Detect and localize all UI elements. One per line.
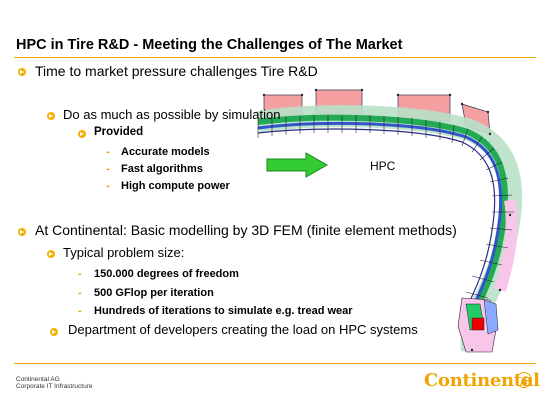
footer-department: Corporate IT Infrastructure (16, 383, 93, 390)
dash-marker: - (78, 268, 82, 280)
footer-company: Continental AG (16, 376, 60, 383)
bullet-arrow-icon (78, 130, 86, 138)
bullet-continental-fem: At Continental: Basic modelling by 3D FE… (35, 222, 457, 238)
arrow-right-icon (266, 152, 328, 178)
title-divider (14, 57, 536, 58)
bullet-provided: Provided (94, 126, 144, 138)
bullet-arrow-icon (18, 228, 26, 236)
bullet-arrow-icon (47, 112, 55, 120)
list-item-compute-power: High compute power (121, 180, 230, 192)
bullet-simulation: Do as much as possible by simulation (63, 107, 281, 122)
bullet-department: Department of developers creating the lo… (68, 322, 418, 337)
list-item-degrees-of-freedom: 150.000 degrees of freedom (94, 268, 239, 280)
bullet-arrow-icon (18, 68, 26, 76)
dash-marker: - (106, 146, 110, 158)
continental-horse-icon (516, 372, 532, 388)
list-item-fast-algorithms: Fast algorithms (121, 163, 203, 175)
footer-divider (14, 363, 536, 364)
bullet-arrow-icon (50, 328, 58, 336)
dash-marker: - (106, 180, 110, 192)
list-item-accurate-models: Accurate models (121, 146, 210, 158)
hpc-label: HPC (370, 159, 396, 173)
bullet-time-to-market: Time to market pressure challenges Tire … (35, 63, 318, 79)
list-item-iterations: Hundreds of iterations to simulate e.g. … (94, 305, 353, 317)
continental-logo: Continental (424, 370, 540, 391)
dash-marker: - (78, 287, 82, 299)
slide-title: HPC in Tire R&D - Meeting the Challenges… (16, 37, 403, 53)
bullet-problem-size: Typical problem size: (63, 245, 185, 260)
list-item-gflop: 500 GFlop per iteration (94, 287, 214, 299)
dash-marker: - (106, 163, 110, 175)
mesh-nodes (262, 88, 512, 352)
dash-marker: - (78, 305, 82, 317)
bullet-arrow-icon (47, 250, 55, 258)
mesh-grid (257, 115, 514, 315)
bead-region (457, 297, 499, 353)
